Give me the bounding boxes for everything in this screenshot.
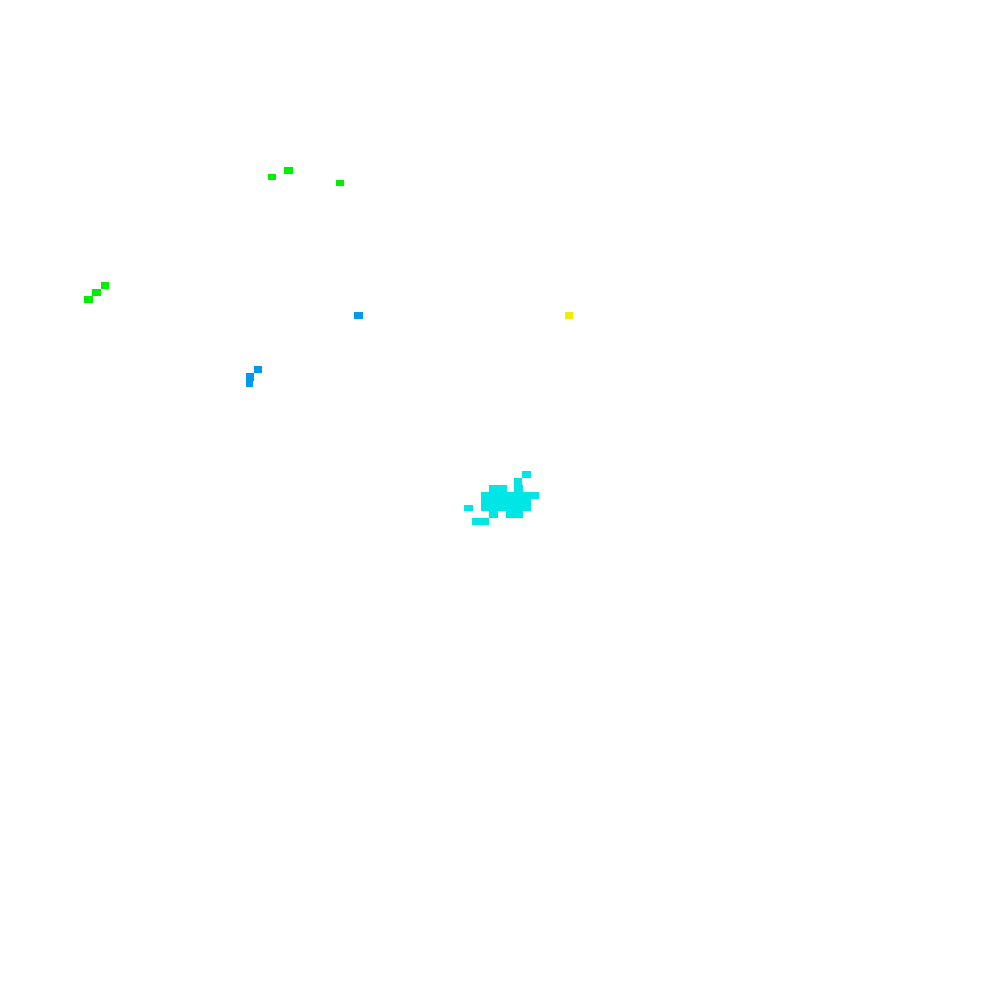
pixel [268,174,276,180]
pixel [514,478,522,485]
pixel [92,289,101,296]
pixel [472,518,489,525]
pixel [246,373,254,381]
pixel [101,282,109,289]
pixel [489,511,498,518]
pixel [481,505,531,511]
pixel [336,180,344,186]
pixel [522,471,531,478]
pixel [464,505,473,511]
pixel [254,366,262,373]
pixel [565,312,573,319]
pixel [354,312,363,319]
pixel [84,296,93,303]
pixel [246,380,253,387]
pixel [481,499,531,506]
pixel [514,485,523,492]
pixel [284,167,293,174]
pixel [506,511,523,518]
pixel [481,492,539,499]
pixel [489,485,507,492]
